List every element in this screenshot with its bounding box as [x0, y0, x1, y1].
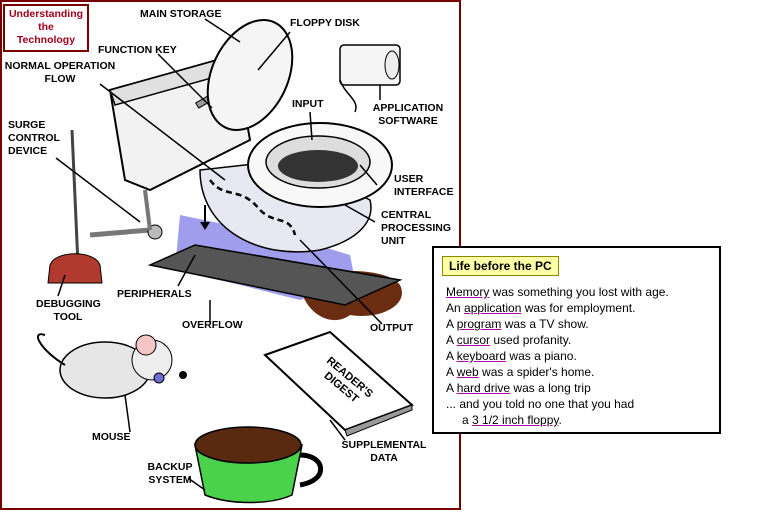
label-line: PROCESSING — [381, 222, 452, 234]
label-line: CENTRAL — [381, 209, 432, 221]
info-line: ... and you told no one that you had — [446, 397, 635, 411]
label-line: UNIT — [381, 235, 406, 247]
info-keyword: cursor — [456, 333, 491, 347]
info-keyword: keyboard — [456, 349, 507, 363]
label-line: DEBUGGING — [36, 298, 101, 310]
info-keyword: application — [464, 301, 522, 315]
label-line: SYSTEM — [148, 474, 192, 486]
page-title: Understanding the Technology — [3, 4, 89, 52]
label-line: SURGE — [8, 119, 46, 131]
label-input: INPUT — [292, 98, 324, 110]
label-line: TOOL — [53, 311, 83, 323]
info-line: A program was a TV show. — [446, 316, 669, 332]
info-text: An — [446, 301, 465, 315]
label-debugging-tool: DEBUGGING TOOL — [36, 298, 101, 324]
info-text: was a TV show. — [501, 317, 589, 331]
label-application-software: APPLICATION SOFTWARE — [370, 102, 446, 128]
label-line: DEVICE — [8, 145, 48, 157]
label-floppy-disk: FLOPPY DISK — [290, 17, 360, 29]
label-surge-control-device: SURGE CONTROL DEVICE — [8, 119, 60, 158]
info-text: was for employment. — [521, 301, 636, 315]
label-line: SOFTWARE — [378, 115, 438, 127]
info-box: Life before the PC Memory was something … — [432, 246, 721, 434]
info-text: was a spider's home. — [478, 365, 595, 379]
label-line: INTERFACE — [394, 186, 454, 198]
info-keyword: hard drive — [456, 381, 511, 395]
info-text: A — [446, 381, 457, 395]
label-central-processing-unit: CENTRAL PROCESSING UNIT — [381, 209, 451, 248]
info-keyword: program — [456, 317, 502, 331]
label-mouse: MOUSE — [92, 431, 131, 443]
label-main-storage: MAIN STORAGE — [140, 8, 222, 20]
label-backup-system: BACKUP SYSTEM — [140, 461, 200, 487]
label-line: SUPPLEMENTAL — [341, 439, 427, 451]
label-function-key: FUNCTION KEY — [98, 44, 177, 56]
title-line: Understanding — [8, 8, 84, 20]
info-text: A — [446, 317, 457, 331]
info-text: used profanity. — [490, 333, 572, 347]
label-line: USER — [394, 173, 424, 185]
label-peripherals: PERIPHERALS — [117, 288, 192, 300]
label-line: APPLICATION — [372, 102, 444, 114]
label-line: FLOW — [44, 73, 76, 85]
info-keyword: web — [456, 365, 479, 379]
info-line: A web was a spider's home. — [446, 364, 669, 380]
info-line: A cursor used profanity. — [446, 332, 669, 348]
info-line: An application was for employment. — [446, 300, 669, 316]
info-line: a 3 1/2 inch floppy. — [446, 412, 669, 428]
label-line: CONTROL — [8, 132, 60, 144]
info-text: was something you lost with age. — [489, 285, 669, 299]
info-keyword: 3 1/2 inch floppy — [472, 413, 559, 427]
info-lines: Memory was something you lost with age. … — [446, 284, 669, 428]
label-normal-operation-flow: NORMAL OPERATION FLOW — [4, 60, 116, 86]
info-text: was a piano. — [506, 349, 577, 363]
title-line: the — [38, 21, 54, 33]
title-line: Technology — [16, 34, 76, 46]
info-text: A — [446, 333, 457, 347]
label-supplemental-data: SUPPLEMENTAL DATA — [338, 439, 430, 465]
info-text: was a long trip — [510, 381, 591, 395]
label-line: DATA — [370, 452, 398, 464]
info-keyword: Memory — [446, 285, 490, 299]
label-overflow: OVERFLOW — [182, 319, 243, 331]
label-user-interface: USER INTERFACE — [394, 173, 454, 199]
label-output: OUTPUT — [370, 322, 414, 334]
label-line: NORMAL OPERATION — [4, 60, 116, 72]
info-line: Memory was something you lost with age. — [446, 284, 669, 300]
label-line: BACKUP — [147, 461, 193, 473]
info-line: A hard drive was a long trip — [446, 380, 669, 396]
info-title: Life before the PC — [442, 256, 559, 276]
info-text: A — [446, 365, 457, 379]
info-text: . — [558, 413, 562, 427]
info-text: A — [446, 349, 457, 363]
info-text: a — [462, 413, 473, 427]
info-line: A keyboard was a piano. — [446, 348, 669, 364]
